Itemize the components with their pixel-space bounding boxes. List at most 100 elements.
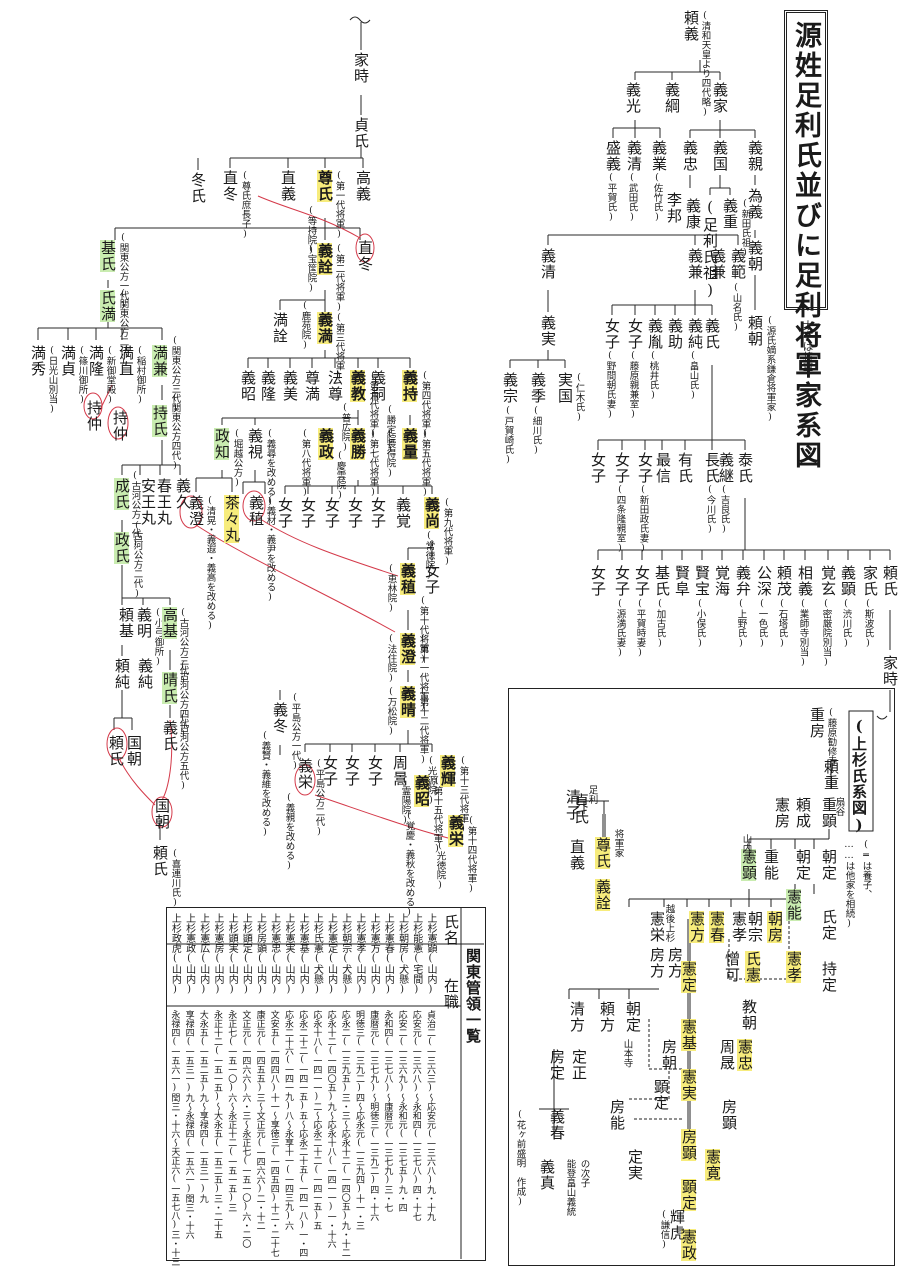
- node-yoshiyasu-note-tag: (足利氏祖): [701, 198, 719, 300]
- node-onna-9: 女子: [276, 497, 294, 529]
- node-yoshiaki3: 義昭: [413, 775, 431, 807]
- kanrei-name-17: 上杉憲政(山内): [183, 913, 195, 995]
- note-yoshikatsu: (第七代将軍): [367, 428, 379, 498]
- node-onna-14: 女子: [423, 563, 441, 595]
- uesugi-shigeaki-tag: 扇谷: [833, 797, 845, 816]
- node-yorimoto: 頼基: [117, 607, 135, 639]
- note-sanekuni: (仁木氏): [573, 372, 585, 423]
- note-mitsukane: (関東公方三代): [169, 335, 181, 414]
- node-yoshiaki: 義顕: [839, 565, 857, 597]
- node-onna-11: 女子: [323, 497, 341, 529]
- node-yoshizane: 義実: [539, 315, 557, 347]
- uesugi-noritada: 憲忠: [736, 1039, 754, 1071]
- note-motouji: (加古氏): [654, 598, 666, 649]
- note-onna-1: (野間朝氏妻): [604, 350, 616, 420]
- note-onna-8: (平賀時妻): [634, 598, 646, 658]
- note-yorishige: (石塔氏): [776, 598, 788, 649]
- note-yoriuji2: (喜連川氏): [169, 848, 181, 908]
- note-haruuji: (古河公方四代): [177, 660, 189, 739]
- note-yoshikazu-in: (長得院): [384, 428, 396, 479]
- uesugi-norinori: 憲顕: [740, 849, 758, 881]
- node-harauji: 春王丸: [155, 478, 173, 526]
- node-saishin: 最信: [654, 452, 672, 484]
- kanrei-tenure-7: 応永十二(一四〇五)九～応永十八(一四一一)一・十六: [325, 1010, 336, 1248]
- node-takayoshi: 高義: [354, 170, 372, 202]
- uesugi-chikatomo: 周晟: [718, 1039, 736, 1071]
- node-koshin: 公深: [755, 565, 773, 597]
- kanrei-tenure-2: 応安二(一三六九)～永和元(一三七五)九・四: [396, 1010, 407, 1212]
- uesugi-norimoto: 憲基: [680, 1019, 698, 1051]
- node-yoshichika: 義親: [746, 140, 764, 172]
- kanrei-tenure-16: 大永五(一五二五)九～享禄四(一五三一)九: [197, 1010, 208, 1203]
- uesugi-fusayoshi: 房能: [608, 1099, 626, 1131]
- note-yoshiteru: (第十三代将軍): [457, 755, 469, 834]
- node-onna-1: 女子: [603, 318, 621, 350]
- kanrei-name-9: 上杉憲基(山内): [297, 913, 309, 995]
- note-yoshihisa-in: (常徳院): [423, 530, 435, 581]
- node-yoshisuke: 義助: [666, 318, 684, 350]
- uesugi-noriaki: 憲房: [773, 797, 791, 829]
- node-yoshikatsu: 義勝: [349, 428, 367, 460]
- uesugi-yorikata: 頼方: [598, 1001, 616, 1033]
- node-ariuji: 有氏: [676, 452, 694, 484]
- page-title: 源姓足利氏並びに足利将軍家系図: [790, 21, 821, 471]
- kanrei-tenure-3: 永和四(一三七八)～康暦元(一三七九)三・七: [382, 1010, 393, 1212]
- node-osauji: 長氏: [703, 452, 721, 484]
- note-yoshiben: (上野氏): [735, 598, 747, 649]
- node-mitsukane: 満兼: [151, 345, 169, 377]
- uesugi-ashikaga: 足利: [586, 785, 598, 804]
- note-yoshizumi3: (第十一代将軍): [417, 633, 429, 712]
- uesugi-akisada: 顕定: [652, 1079, 670, 1111]
- node-onna-2: 女子: [626, 318, 644, 350]
- note-yoshiakira: (第二代将軍): [333, 243, 345, 313]
- note-tadafuyu-a: (尊氏庶長子): [239, 170, 251, 240]
- note-mitsusada: (篠川御所): [76, 345, 88, 405]
- uesugi-norisada: 憲定: [680, 961, 698, 993]
- node-shuukou: 周暠: [391, 755, 409, 787]
- note-yoshimi2: (義尋を改める): [264, 428, 276, 507]
- node-haruuji: 晴氏: [161, 672, 179, 704]
- kanrei-tenure-11: 文安五(一四四八)十一～享徳三(一四五四)十二・二十七: [268, 1010, 279, 1257]
- node-yoshiie: 義家: [711, 82, 729, 114]
- node-yoshitane3: 義稙: [399, 563, 417, 595]
- node-takauji: 尊氏: [316, 170, 334, 202]
- node-yoshiaki2: 義昭: [239, 370, 257, 402]
- node-kenpu: 賢阜: [673, 565, 691, 597]
- uesugi-noto-note: の次子: [578, 1159, 590, 1188]
- node-yoshitane: 義胤: [646, 318, 664, 350]
- note-takamoto: (古河公方三代): [177, 607, 189, 686]
- uesugi-fusaaki-2: 房顕: [720, 1099, 738, 1131]
- uesugi-yoshimasa: 義真: [538, 1159, 556, 1191]
- note-moriyoshi: (平賀氏): [605, 172, 617, 223]
- node-onna-8: 女子: [633, 565, 651, 597]
- kanrei-grid: [167, 908, 484, 1259]
- node-yoshimitsu: 義光: [624, 82, 642, 114]
- node-masauji: 政氏: [113, 532, 131, 564]
- node-fuyuuji: 冬氏: [189, 172, 207, 204]
- uesugi-norinobu: 憲能: [785, 889, 803, 921]
- node-yoshitada: 義忠: [681, 140, 699, 172]
- uesugi-shigeaki: 重顕: [820, 797, 838, 829]
- note-mochiuji: (関東公方四代): [169, 392, 181, 471]
- node-yoshifuyu: 義冬: [271, 702, 289, 734]
- node-yasuuji: 泰氏: [736, 452, 754, 484]
- node-yoshitomo: 義朝: [746, 240, 764, 272]
- note-yoshinori2-in: (普広院): [339, 402, 351, 453]
- node-yoshiuji2: 義氏: [161, 720, 179, 752]
- node-kakugen: 覚玄: [819, 565, 837, 597]
- kanrei-name-1: 上杉能憲(宅間): [410, 913, 422, 995]
- node-kenpo: 賢宝: [693, 565, 711, 597]
- node-mitsunao: 満直: [117, 345, 135, 377]
- node-mitsusada: 満貞: [59, 345, 77, 377]
- node-yoshikuni: 義国: [711, 140, 729, 172]
- uesugi-yoshiharu: 義春: [548, 1109, 566, 1141]
- node-yoshikane-2: 義兼: [709, 248, 727, 280]
- note-yoshimasa: (第八代将軍): [299, 428, 311, 498]
- node-yoshihide-b: 義栄: [447, 815, 465, 847]
- note-yoshikazu: (第五代将軍): [419, 428, 431, 498]
- kanrei-header-tenure: 在職: [442, 978, 460, 1010]
- node-yoshikiyo-2: 義清: [539, 248, 557, 280]
- kanrei-tenure-9: 応永二十二(一四一五)五～応永二十五(一四一八)一・四: [297, 1010, 308, 1257]
- node-yoshiuji: 義氏: [703, 318, 721, 350]
